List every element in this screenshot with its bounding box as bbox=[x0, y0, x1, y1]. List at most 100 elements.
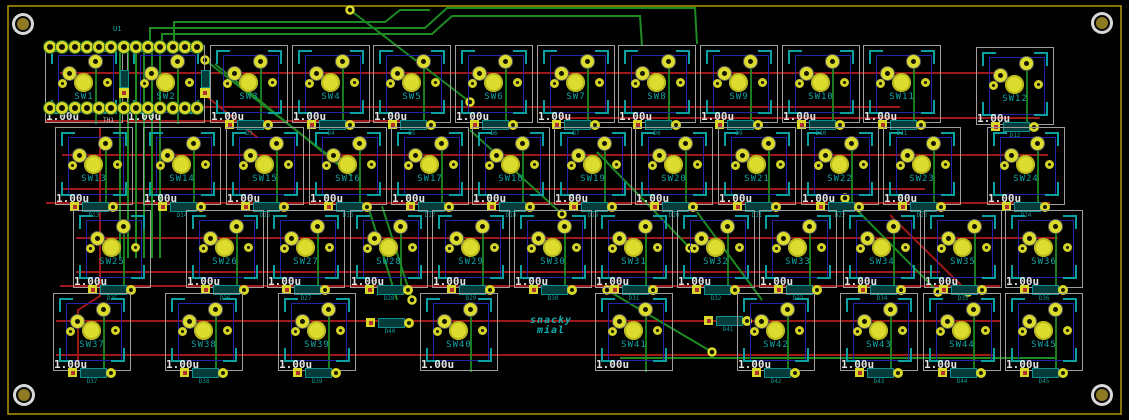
locating-pin-pad[interactable] bbox=[648, 161, 657, 170]
switch-pin-pad[interactable] bbox=[679, 137, 692, 150]
diode-cathode-pad[interactable] bbox=[590, 120, 600, 130]
switch-pin-pad[interactable] bbox=[826, 55, 839, 68]
diode-anode-pad[interactable] bbox=[704, 316, 713, 325]
diode-anode-pad[interactable] bbox=[241, 202, 250, 211]
switch-center-hole-pad[interactable] bbox=[74, 73, 93, 92]
switch-center-hole-pad[interactable] bbox=[461, 238, 480, 257]
keyswitch-footprint[interactable]: SW44 1.00u bbox=[923, 293, 1001, 371]
switch-pin-pad[interactable] bbox=[417, 55, 430, 68]
locating-pin-pad[interactable] bbox=[103, 78, 112, 87]
diode-cathode-pad[interactable] bbox=[403, 285, 413, 295]
diode-cathode-pad[interactable] bbox=[331, 368, 341, 378]
keyswitch-footprint[interactable]: SW23 1.00u bbox=[883, 127, 961, 205]
switch-pin-pad[interactable] bbox=[718, 67, 731, 80]
switch-pin-pad[interactable] bbox=[695, 232, 708, 245]
keyswitch-footprint[interactable]: SW28 1.00u bbox=[350, 210, 428, 288]
connector-pin-pad[interactable] bbox=[105, 102, 118, 114]
diode-cathode-pad[interactable] bbox=[508, 120, 518, 130]
locating-pin-pad[interactable] bbox=[68, 161, 77, 170]
locating-pin-pad[interactable] bbox=[859, 160, 868, 169]
keyswitch-footprint[interactable]: SW29 1.00u bbox=[432, 210, 510, 288]
switch-center-hole-pad[interactable] bbox=[338, 155, 357, 174]
keyswitch-footprint[interactable]: SW11 1.00u bbox=[863, 45, 941, 123]
switch-center-hole-pad[interactable] bbox=[747, 155, 766, 174]
keyswitch-footprint[interactable]: SW17 1.00u bbox=[391, 127, 469, 205]
diode-footprint[interactable]: D20 bbox=[650, 202, 698, 222]
locating-pin-pad[interactable] bbox=[445, 244, 454, 253]
switch-pin-pad[interactable] bbox=[777, 232, 790, 245]
locating-pin-pad[interactable] bbox=[921, 78, 930, 87]
locating-pin-pad[interactable] bbox=[795, 326, 804, 335]
locating-pin-pad[interactable] bbox=[433, 327, 442, 336]
diode-footprint[interactable]: D6 bbox=[470, 120, 518, 140]
switch-pin-pad[interactable] bbox=[204, 232, 217, 245]
diode-footprint[interactable]: D7 bbox=[552, 120, 600, 140]
switch-pin-pad[interactable] bbox=[662, 55, 675, 68]
switch-center-hole-pad[interactable] bbox=[321, 73, 340, 92]
diode-cathode-pad[interactable] bbox=[239, 285, 249, 295]
locating-pin-pad[interactable] bbox=[201, 160, 210, 169]
connector-pin-pad[interactable] bbox=[93, 41, 105, 53]
keyswitch-footprint[interactable]: SW20 1.00u bbox=[635, 127, 713, 205]
diode-anode-pad[interactable] bbox=[158, 202, 167, 211]
diode-cathode-pad[interactable] bbox=[835, 120, 845, 130]
keyswitch-footprint[interactable]: SW19 1.00u bbox=[554, 127, 632, 205]
switch-pin-pad[interactable] bbox=[887, 220, 900, 233]
locating-pin-pad[interactable] bbox=[449, 160, 458, 169]
switch-pin-pad[interactable] bbox=[391, 67, 404, 80]
diode-anode-pad[interactable] bbox=[898, 202, 907, 211]
switch-pin-pad[interactable] bbox=[473, 67, 486, 80]
diode-footprint[interactable]: D31 bbox=[610, 285, 658, 305]
switch-center-hole-pad[interactable] bbox=[953, 238, 972, 257]
locating-pin-pad[interactable] bbox=[713, 79, 722, 88]
diode-anode-pad[interactable] bbox=[365, 285, 374, 294]
switch-center-hole-pad[interactable] bbox=[102, 238, 121, 257]
switch-pin-pad[interactable] bbox=[270, 137, 283, 150]
keyswitch-footprint[interactable]: SW24 1.00u bbox=[987, 127, 1065, 205]
connector-pin-pad[interactable] bbox=[166, 41, 179, 53]
locating-pin-pad[interactable] bbox=[941, 160, 950, 169]
keyswitch-footprint[interactable]: SW7 1.00u bbox=[537, 45, 615, 123]
diode-anode-pad[interactable] bbox=[552, 120, 561, 129]
switch-pin-pad[interactable] bbox=[311, 220, 324, 233]
switch-pin-pad[interactable] bbox=[230, 220, 243, 233]
connector-pin-pad[interactable] bbox=[154, 41, 167, 53]
connector-pin-pad[interactable] bbox=[166, 102, 179, 114]
locating-pin-pad[interactable] bbox=[1063, 326, 1072, 335]
diode-cathode-pad[interactable] bbox=[263, 120, 273, 130]
switch-center-hole-pad[interactable] bbox=[239, 73, 258, 92]
switch-pin-pad[interactable] bbox=[901, 149, 914, 162]
locating-pin-pad[interactable] bbox=[1045, 160, 1054, 169]
switch-pin-pad[interactable] bbox=[368, 232, 381, 245]
switch-pin-pad[interactable] bbox=[781, 303, 794, 316]
connector-pin-pad[interactable] bbox=[178, 102, 191, 114]
diode-anode-pad[interactable] bbox=[1002, 202, 1011, 211]
locating-pin-pad[interactable] bbox=[1063, 243, 1072, 252]
switch-pin-pad[interactable] bbox=[1049, 220, 1062, 233]
switch-pin-pad[interactable] bbox=[1031, 137, 1044, 150]
diode-anode-pad[interactable] bbox=[858, 285, 867, 294]
connector-pin-pad[interactable] bbox=[142, 41, 154, 53]
keyswitch-footprint[interactable]: SW25 1.00u bbox=[73, 210, 151, 288]
keyswitch-footprint[interactable]: SW10 1.00u bbox=[782, 45, 860, 123]
switch-center-hole-pad[interactable] bbox=[1034, 238, 1053, 257]
switch-pin-pad[interactable] bbox=[117, 220, 130, 233]
switch-center-hole-pad[interactable] bbox=[194, 321, 213, 340]
diode-anode-pad[interactable] bbox=[307, 120, 316, 129]
switch-center-hole-pad[interactable] bbox=[307, 321, 326, 340]
diode-cathode-pad[interactable] bbox=[893, 368, 903, 378]
keyswitch-footprint[interactable]: SW5 1.00u bbox=[373, 45, 451, 123]
diode-anode-pad[interactable] bbox=[293, 368, 302, 377]
diode-footprint[interactable]: D38 bbox=[180, 368, 228, 388]
locating-pin-pad[interactable] bbox=[1000, 161, 1009, 170]
keyswitch-footprint[interactable]: SW33 1.00u bbox=[759, 210, 837, 288]
locating-pin-pad[interactable] bbox=[58, 79, 67, 88]
connector-pin-pad[interactable] bbox=[117, 41, 130, 53]
diode-footprint[interactable]: D35 bbox=[939, 285, 987, 305]
diode-cathode-pad[interactable] bbox=[976, 368, 986, 378]
diode-footprint[interactable]: D4 bbox=[307, 120, 355, 140]
diode-cathode-pad[interactable] bbox=[753, 120, 763, 130]
locating-pin-pad[interactable] bbox=[350, 78, 359, 87]
diode-anode-pad[interactable] bbox=[633, 120, 642, 129]
